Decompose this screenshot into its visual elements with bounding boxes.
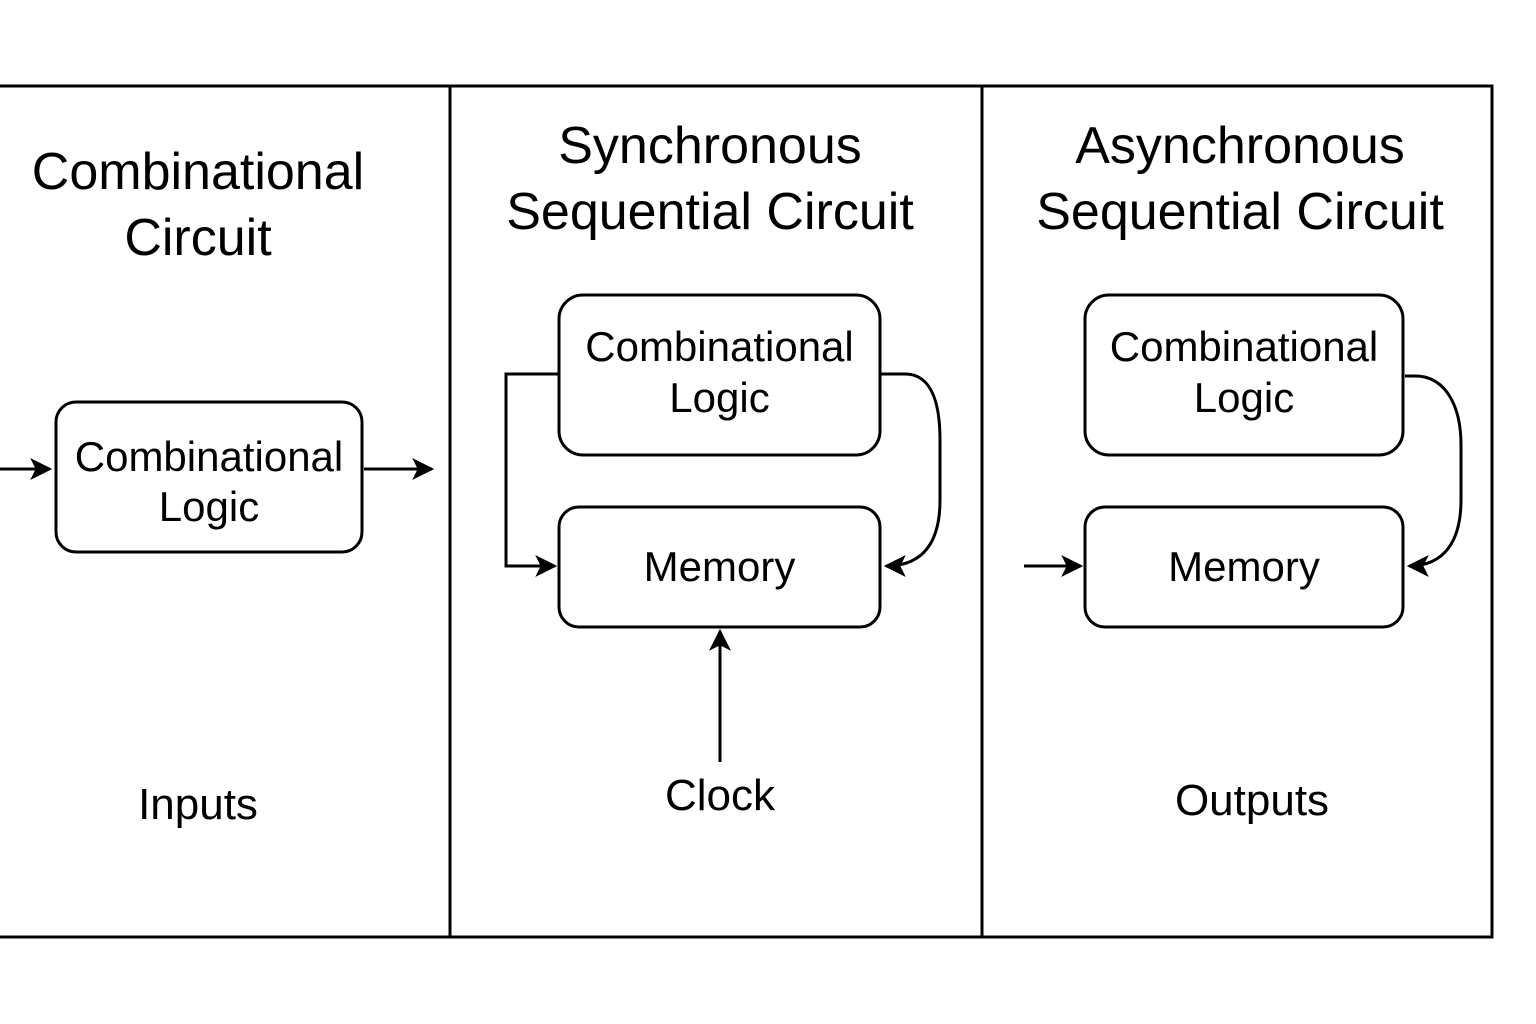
logic-to-memory-feedback-arrow (1405, 374, 1463, 577)
box-label-line: Combinational (1109, 323, 1379, 370)
combinational-logic-box (1083, 293, 1405, 457)
box-label: Combinational Logic (1085, 326, 1403, 428)
title-line: Asynchronous (1075, 117, 1405, 175)
panel-title: Asynchronous Sequential Circuit (990, 120, 1490, 252)
panel-title: Synchronous Sequential Circuit (460, 120, 960, 252)
box-label: Combinational Logic (559, 326, 880, 428)
box-label-line: Combinational (585, 323, 854, 370)
box-label: Combinational Logic (56, 436, 362, 536)
footer-label-clock: Clock (664, 771, 776, 820)
footer-label-inputs: Inputs (138, 780, 258, 829)
logic-to-memory-left-arrow (504, 372, 559, 577)
title-line: Sequential Circuit (1036, 183, 1444, 241)
memory-box (1083, 505, 1405, 629)
logic-to-memory-feedback-arrow (881, 372, 942, 577)
title-line: Sequential Circuit (506, 183, 914, 241)
box-label-line: Logic (669, 374, 770, 421)
box-label: Memory (1085, 546, 1403, 588)
footer-label-outputs: Outputs (1174, 776, 1330, 825)
title-line: Circuit (124, 209, 272, 267)
box-label-line: Combinational (74, 433, 344, 480)
panel-frame-outline (0, 84, 1494, 939)
box-label-line: Logic (158, 483, 260, 530)
box-label: Memory (559, 546, 880, 588)
box-label-line: Memory (643, 543, 796, 590)
memory-box (557, 505, 882, 629)
box-label-line: Memory (1168, 543, 1320, 590)
combinational-logic-box (54, 400, 364, 554)
title-line: Combinational (31, 143, 365, 201)
panel-title: Combinational Circuit (20, 146, 376, 278)
title-line: Synchronous (558, 117, 862, 175)
box-label-line: Logic (1193, 374, 1295, 421)
